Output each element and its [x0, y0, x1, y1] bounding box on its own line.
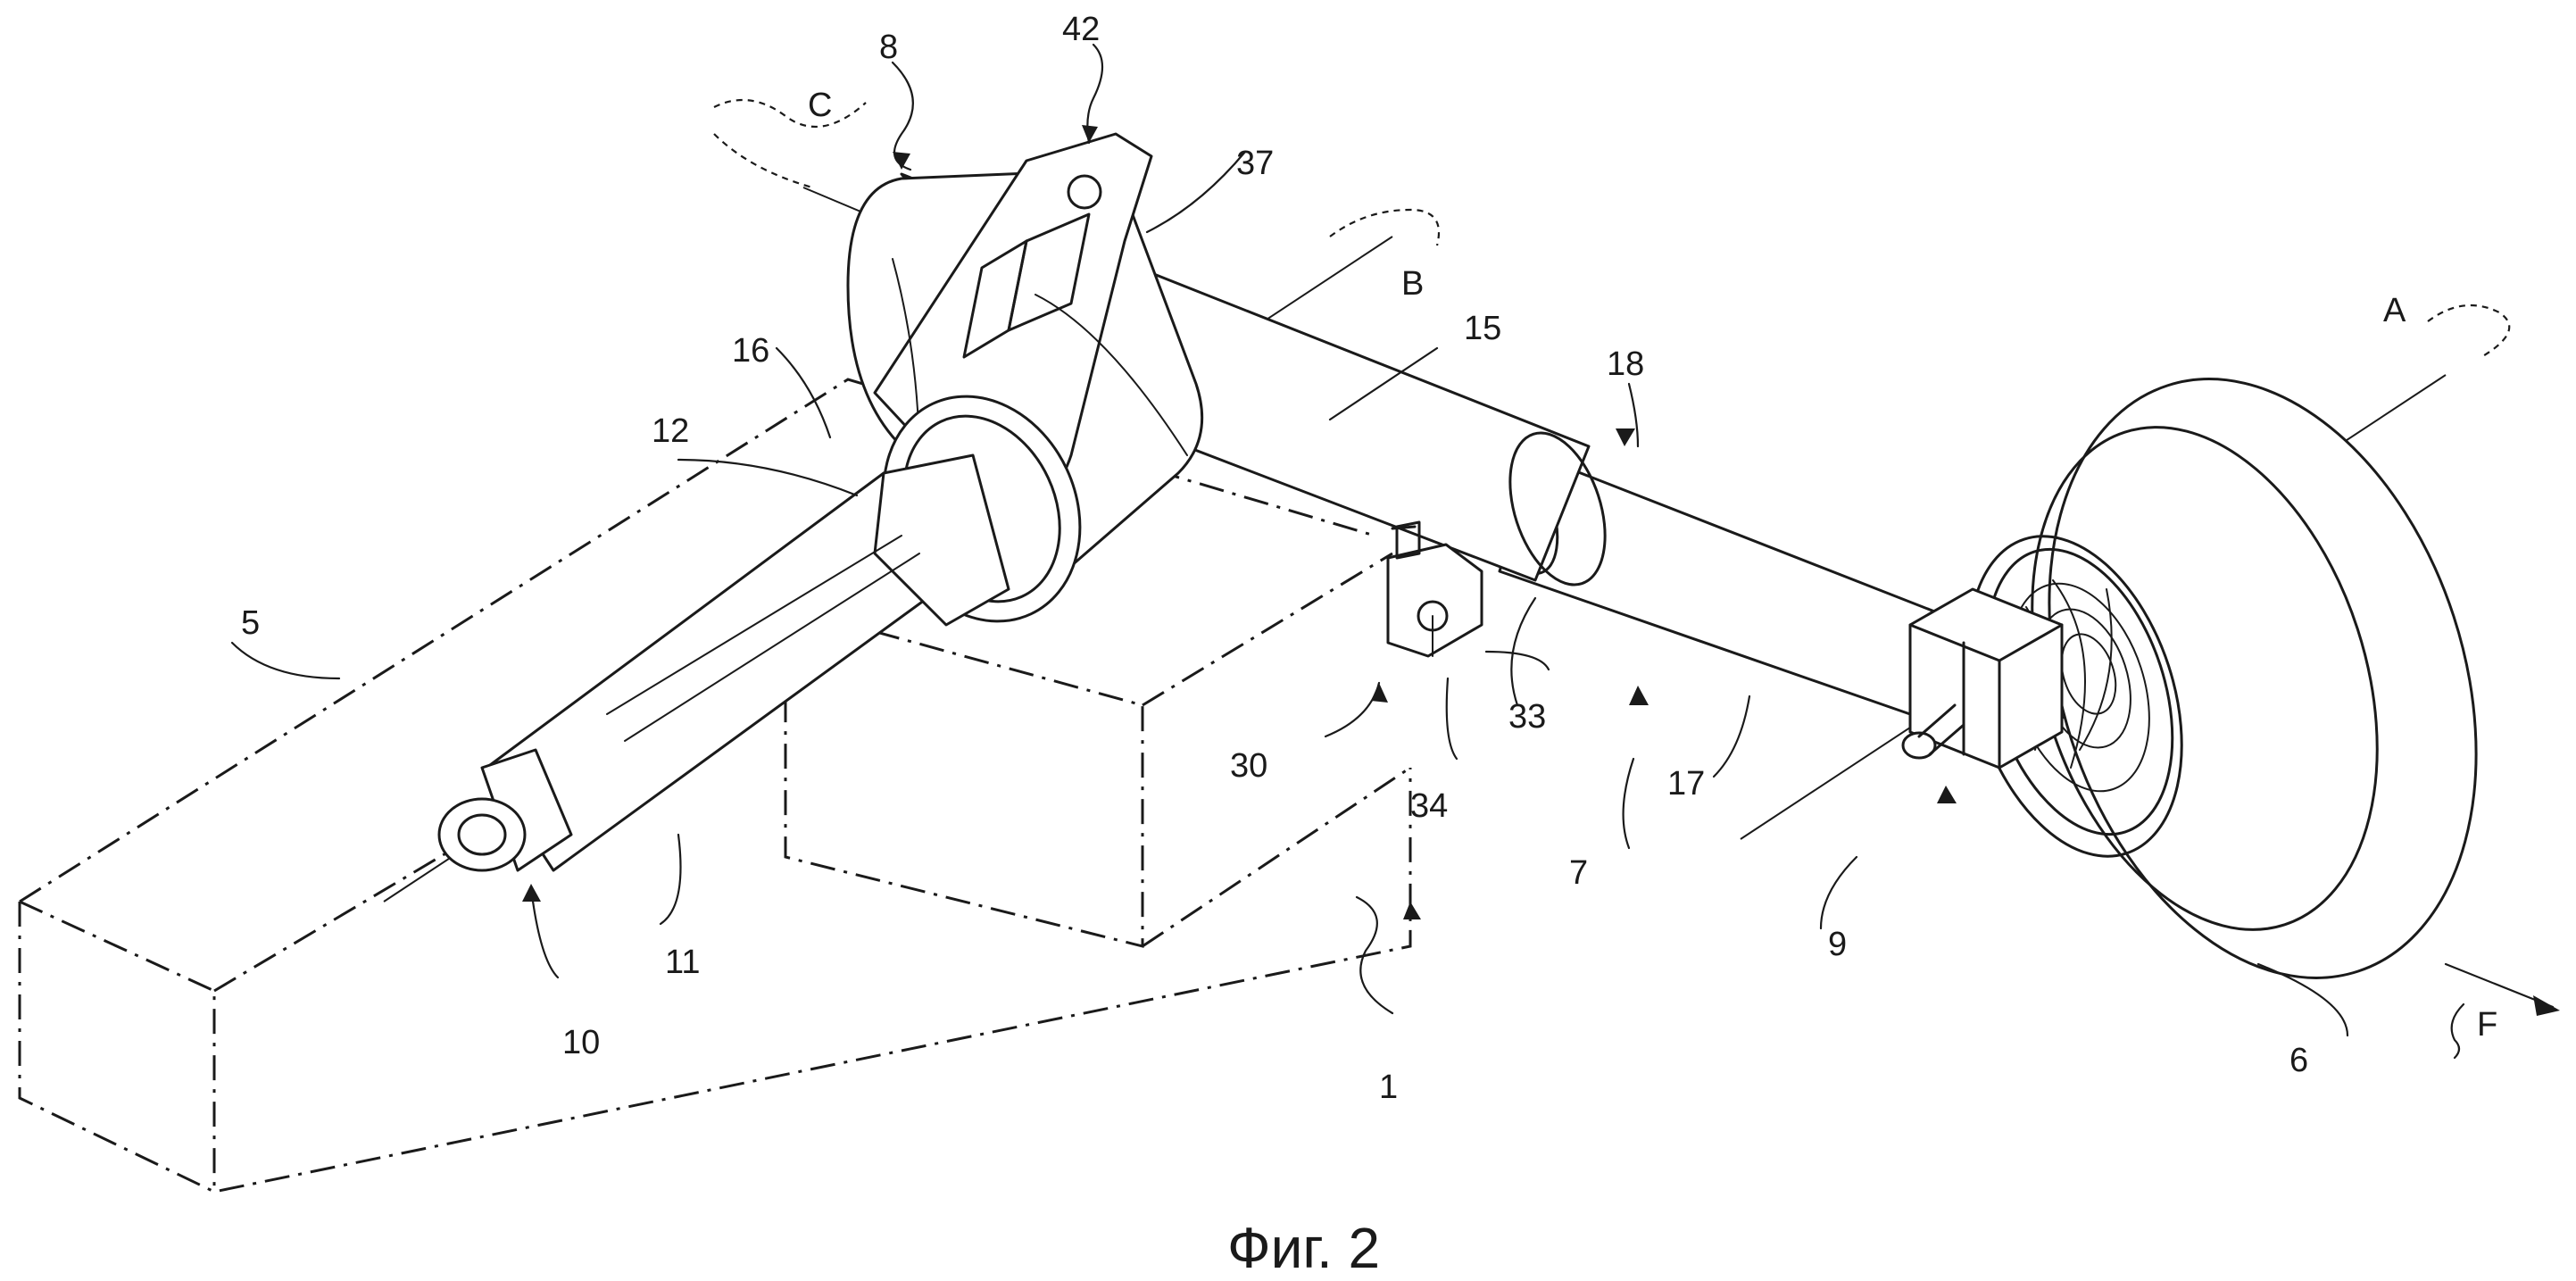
label-ref-11: 11 — [665, 944, 700, 981]
label-ref-12: 12 — [652, 412, 689, 450]
pivot-shaft-11 — [485, 453, 1010, 872]
label-axis-c: C — [808, 87, 832, 124]
label-dir-f: F — [2477, 1006, 2497, 1044]
hub-9 — [1901, 587, 2064, 769]
figure-caption: Фиг. 2 — [1227, 1216, 1380, 1280]
label-ref-34: 34 — [1410, 787, 1448, 825]
label-axis-b: B — [1401, 265, 1424, 303]
label-ref-33: 33 — [1508, 698, 1546, 736]
stop-bracket-30 — [1386, 520, 1483, 658]
label-ref-17: 17 — [1667, 765, 1705, 803]
label-ref-37: 37 — [1236, 145, 1274, 182]
reference-labels: 8 42 37 C B 15 18 A 16 12 5 33 30 34 17 … — [241, 11, 2497, 1106]
label-ref-10: 10 — [562, 1024, 600, 1061]
label-ref-8: 8 — [879, 29, 898, 66]
label-ref-5: 5 — [241, 604, 260, 642]
label-ref-30: 30 — [1230, 747, 1267, 785]
label-ref-7: 7 — [1569, 854, 1588, 892]
phantom-block-5 — [18, 378, 1412, 1194]
label-axis-a: A — [2383, 292, 2406, 329]
label-ref-16: 16 — [732, 332, 769, 370]
label-ref-18: 18 — [1607, 345, 1644, 383]
label-ref-15: 15 — [1464, 310, 1501, 347]
arrowheads — [522, 125, 2560, 1016]
shaft-end-10 — [437, 748, 573, 872]
label-ref-9: 9 — [1828, 926, 1847, 963]
label-ref-1: 1 — [1379, 1069, 1398, 1106]
label-ref-42: 42 — [1062, 11, 1100, 48]
label-ref-6: 6 — [2289, 1042, 2308, 1079]
wheel-6 — [1967, 378, 2478, 979]
